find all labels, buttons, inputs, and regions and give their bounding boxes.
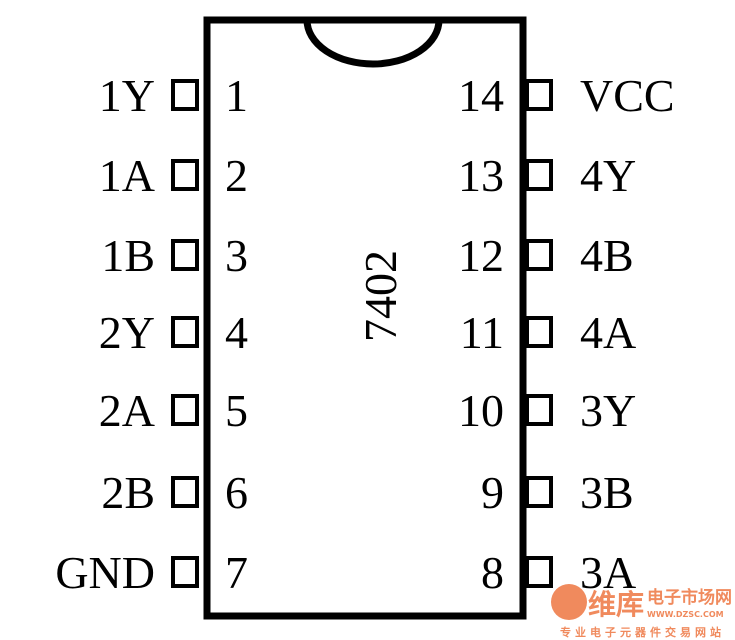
pin-name: 3A [580, 547, 636, 598]
pin-pad [525, 159, 553, 191]
pin-number: 2 [225, 150, 248, 201]
pin-pad [171, 159, 199, 191]
pin-pad [525, 476, 553, 508]
pin-number: 4 [225, 307, 248, 358]
pin-pad [525, 239, 553, 271]
pin-pad [171, 239, 199, 271]
pin-name: 3Y [580, 385, 636, 436]
pin-name: VCC [580, 70, 675, 121]
pin-number: 3 [225, 230, 248, 281]
pin-pad [525, 79, 553, 111]
pin-name: 3B [580, 467, 634, 518]
pin-number: 14 [458, 70, 504, 121]
pin-pad [171, 79, 199, 111]
pin-pad [525, 394, 553, 426]
pin-name: 2Y [99, 307, 155, 358]
pin-number: 1 [225, 70, 248, 121]
pin-name: 1Y [99, 70, 155, 121]
pin-pad [171, 394, 199, 426]
watermark-logo-icon [551, 584, 587, 620]
pin-number: 11 [460, 307, 504, 358]
chip-notch [303, 16, 443, 68]
watermark-slogan: 专业电子元器件交易网站 [560, 625, 725, 639]
pin-name: 1B [101, 230, 155, 281]
watermark-url: WWW.DZSC.COM [647, 610, 724, 619]
pin-number: 7 [225, 547, 248, 598]
pin-number: 12 [458, 230, 504, 281]
pin-name: 2B [101, 467, 155, 518]
pin-pad [171, 316, 199, 348]
pin-number: 10 [458, 385, 504, 436]
pin-number: 8 [481, 547, 504, 598]
pin-name: 4Y [580, 150, 636, 201]
pins: 1 1Y 2 1A 3 1B 4 2Y 5 2A 6 2B 7 GND 14 VCC 13 4Y 12 4B 11 4A 1… [55, 70, 674, 598]
pin-number: 13 [458, 150, 504, 201]
watermark-tagline: 电子市场网 [647, 587, 732, 608]
pin-name: GND [55, 547, 155, 598]
pin-pad [171, 556, 199, 588]
pin-name: 1A [99, 150, 155, 201]
pin-number: 9 [481, 467, 504, 518]
pin-name: 4A [580, 307, 636, 358]
watermark-brand: 维库 [588, 588, 644, 621]
pin-name: 4B [580, 230, 634, 281]
pin-number: 5 [225, 385, 248, 436]
pin-name: 2A [99, 385, 155, 436]
part-number: 7402 [355, 250, 406, 342]
pin-pad [171, 476, 199, 508]
watermark: 维库 电子市场网 WWW.DZSC.COM 专业电子元器件交易网站 [551, 584, 732, 639]
pin-pad [525, 556, 553, 588]
pin-number: 6 [225, 467, 248, 518]
pin-pad [525, 316, 553, 348]
